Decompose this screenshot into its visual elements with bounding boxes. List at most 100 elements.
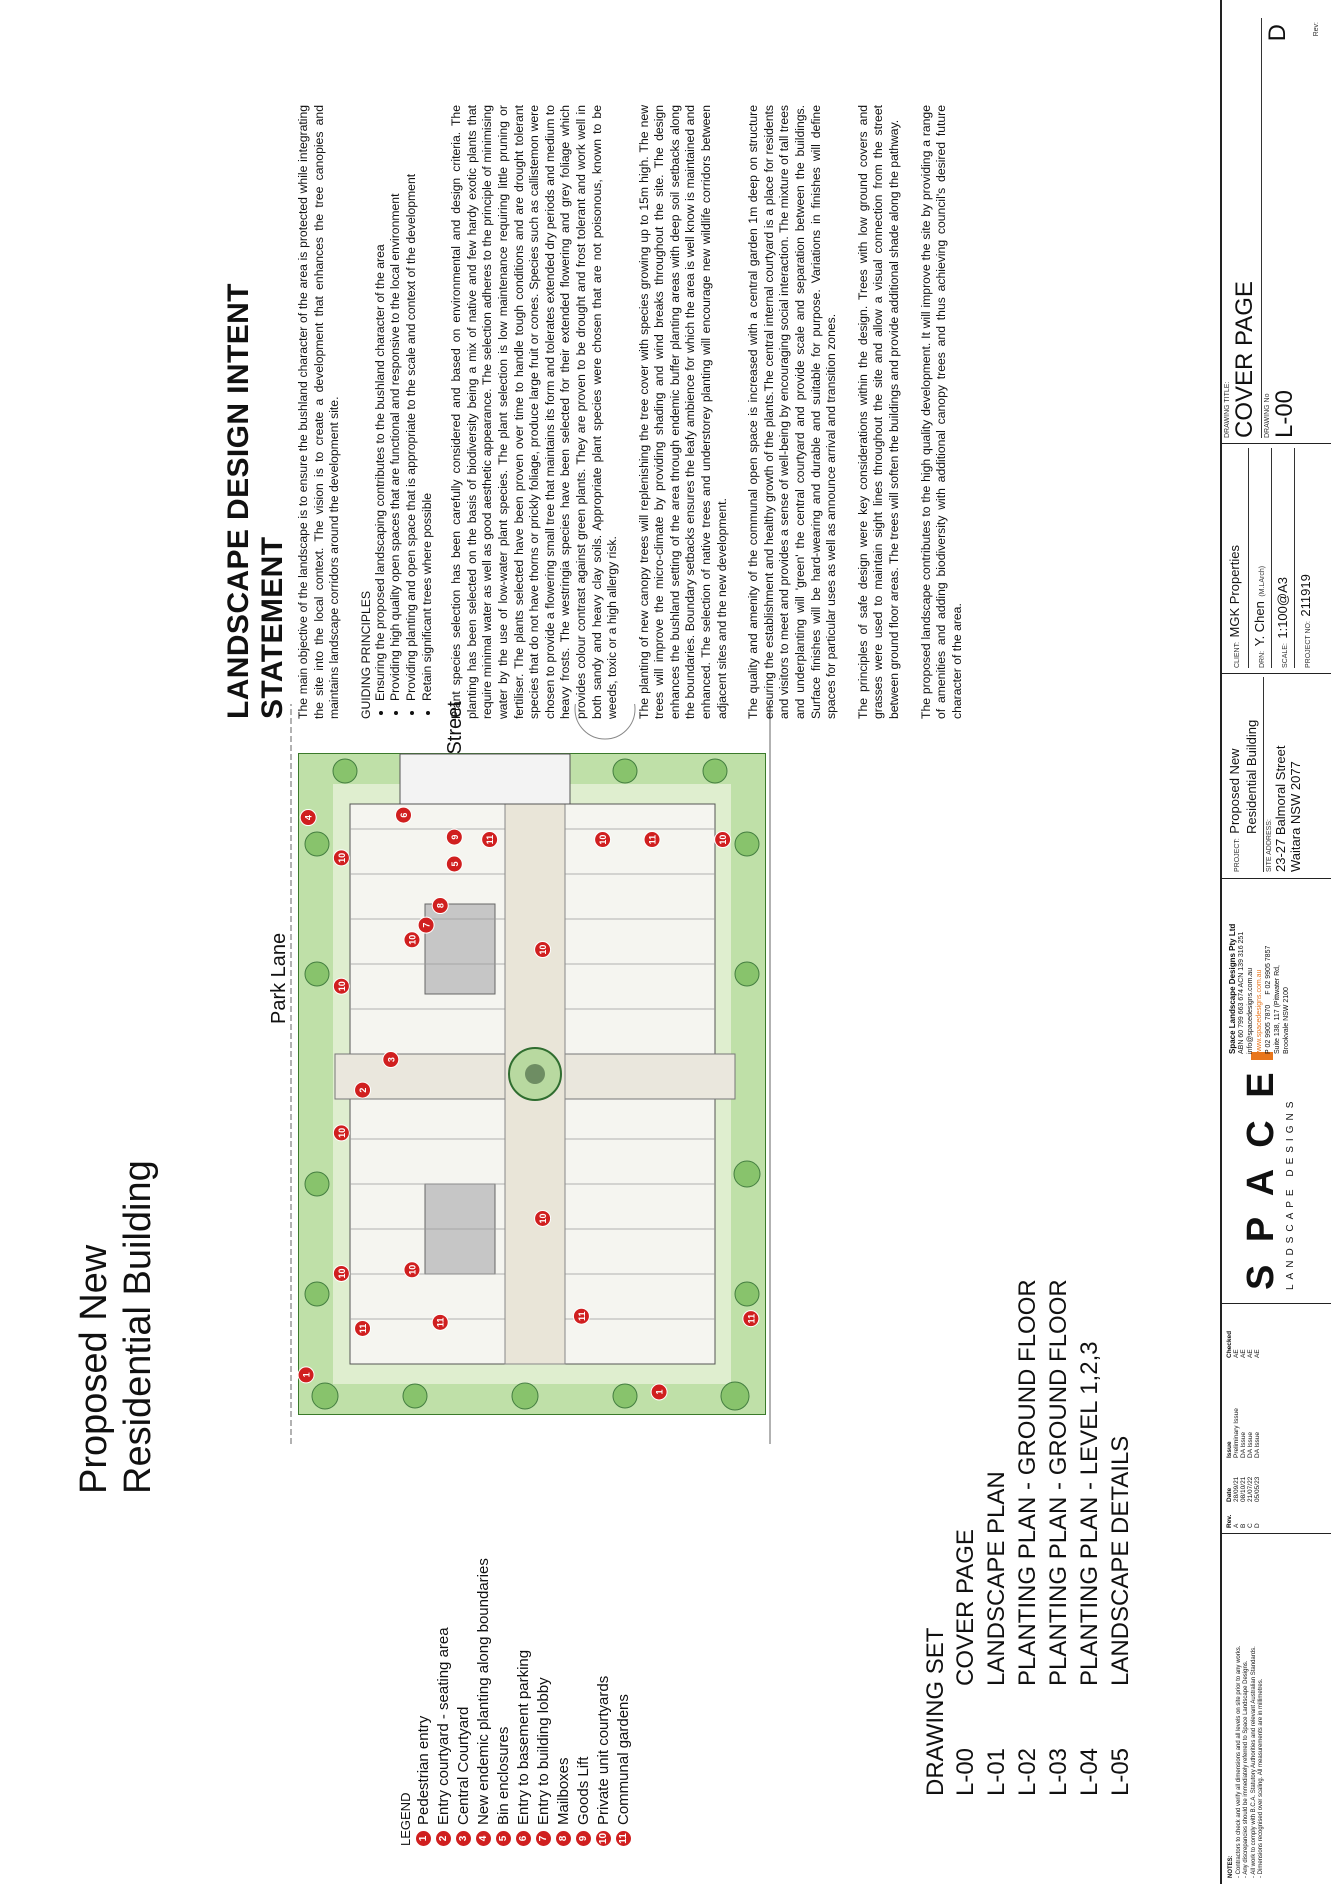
legend-item-label: Private unit courtyards [594, 1675, 612, 1825]
plan-callout-badge: 10 [332, 849, 350, 867]
guiding-principle: Ensuring the proposed landscaping contri… [373, 105, 389, 701]
plan-callout-badge: 11 [431, 1313, 449, 1331]
divider [1220, 1533, 1331, 1534]
plan-callout-badge: 11 [742, 1310, 760, 1328]
plan-callout-number: 11 [436, 1318, 446, 1328]
plan-callout-badge: 1 [297, 1366, 315, 1384]
plan-callout-badge: 10 [332, 1124, 350, 1142]
title-line-1: Proposed New [73, 1244, 115, 1494]
plan-callout-number: 2 [358, 1088, 368, 1093]
plan-callout-number: 10 [538, 1213, 548, 1223]
plan-callout-number: 10 [598, 835, 608, 845]
client-label: CLIENT: [1234, 641, 1241, 668]
intent-paragraph-4: The quality and amenity of the communal … [746, 105, 839, 719]
divider [1220, 878, 1331, 879]
revision-header-cell: Date [1226, 1487, 1233, 1502]
company-website[interactable]: www.spacedesigns.com.au [1256, 969, 1263, 1054]
legend-item-label: New endemic planting along boundaries [474, 1558, 492, 1825]
plan-callout-badge: 5 [445, 855, 463, 873]
legend-title: LEGEND [398, 1792, 413, 1846]
legend-item-label: Goods Lift [574, 1756, 592, 1825]
note-line: - Any discrepancies should be immediatel… [1243, 1660, 1249, 1878]
legend-number-badge: 5 [495, 1831, 511, 1846]
revision-header-cell: Checked [1226, 1330, 1233, 1358]
legend-item-label: Entry to basement parking [514, 1649, 532, 1825]
note-line: - Dimensions recognised over scaling. Al… [1258, 1678, 1264, 1878]
revision-cell: D [1254, 1523, 1261, 1528]
plan-callout-number: 10 [718, 835, 728, 845]
guiding-principle: Retain significant trees where possible [420, 105, 436, 701]
company-address-1: Suite 138, 117 (Pittwater Rd, [1274, 965, 1281, 1054]
drawing-name: PLANTING PLAN - GROUND FLOOR [1045, 1279, 1072, 1686]
guiding-principles-list: Ensuring the proposed landscaping contri… [373, 105, 435, 719]
drawing-code: L-02 [1014, 1747, 1041, 1796]
plan-callout-badge: 11 [481, 831, 499, 849]
plan-callout-badge: 11 [354, 1319, 372, 1337]
drawing-set-title: DRAWING SET [922, 1627, 949, 1796]
legend-item-label: Bin enclosures [494, 1726, 512, 1825]
plan-callout-badge: 8 [431, 897, 449, 915]
drawing-code: L-05 [1107, 1747, 1134, 1796]
drawing-name: LANDSCAPE DETAILS [1107, 1435, 1134, 1686]
plan-callout-badge: 10 [534, 1209, 552, 1227]
revision-label: Rev: [1313, 22, 1320, 37]
project-number-label: PROJECT NO: [1305, 621, 1312, 668]
revision-cell: AE [1247, 1349, 1254, 1358]
plan-callout-number: 11 [577, 1311, 587, 1321]
legend-item-label: Pedestrian entry [414, 1715, 432, 1825]
plan-callout-badge: 10 [332, 977, 350, 995]
revision-letter: D [1264, 24, 1291, 42]
project-line-2: Residential Building [1244, 719, 1259, 834]
drawn-by: Y. Chen [1252, 601, 1267, 647]
plan-callout-number: 4 [304, 815, 314, 820]
scale-value: 1:100@A3 [1275, 577, 1290, 639]
intent-paragraph-5: The principles of safe design were key c… [855, 105, 901, 719]
plan-callout-badge: 10 [332, 1264, 350, 1282]
plan-callout-number: 8 [436, 903, 446, 908]
legend-item: 5 Bin enclosures [493, 1558, 513, 1846]
drawn-qualification: (M.LArch) [1259, 565, 1266, 597]
project-block: PROJECT: Proposed New Residential Buildi… [1226, 677, 1303, 872]
drawing-name: PLANTING PLAN - LEVEL 1,2,3 [1076, 1341, 1103, 1686]
drawing-number: L-00 [1271, 389, 1298, 438]
guiding-principle: Providing planting and open space that i… [404, 105, 420, 701]
plan-callout-badge: 11 [643, 831, 661, 849]
drawing-code: L-03 [1045, 1747, 1072, 1796]
note-line: - All work to comply with B.C.A. Statuto… [1250, 1646, 1257, 1878]
company-details: Space Landscape Designs Pty Ltd ABN 60 7… [1228, 884, 1291, 1054]
plan-callout-number: 7 [422, 923, 432, 928]
drawing-name: LANDSCAPE PLAN [983, 1471, 1010, 1686]
guiding-principle: Providing high quality open spaces that … [388, 105, 404, 701]
page-title: Proposed New Residential Building [72, 1160, 160, 1494]
legend-item-label: Mailboxes [554, 1757, 572, 1825]
drawing-set-item: L-03 PLANTING PLAN - GROUND FLOOR [1043, 1279, 1074, 1796]
company-email[interactable]: info@spacedesigns.com.au [1247, 967, 1254, 1054]
notes-title: NOTES: [1228, 1855, 1234, 1878]
legend-number-badge: 11 [615, 1831, 631, 1846]
plan-callout-badge: 10 [714, 831, 732, 849]
revision-cell: DA Issue [1240, 1431, 1247, 1458]
revision-cell: A [1233, 1523, 1240, 1528]
company-fax: F 02 9905 7857 [1265, 945, 1272, 995]
project-label: PROJECT: [1234, 838, 1241, 872]
legend-number-badge: 2 [435, 1831, 451, 1846]
legend-number-badge: 1 [415, 1831, 431, 1846]
revision-cell: 05/05/23 [1254, 1476, 1261, 1502]
revision-header-cell: Rev. [1226, 1514, 1233, 1528]
plan-callout-badge: 3 [382, 1051, 400, 1069]
client-block: CLIENT: MGK Properties DRN: Y. Chen (M.L… [1226, 448, 1315, 668]
intent-statement: LANDSCAPE DESIGN INTENT STATEMENT The ma… [222, 105, 981, 719]
revision-cell: 21/07/22 [1247, 1476, 1254, 1502]
legend-number-badge: 7 [535, 1831, 551, 1846]
brand-name: S P A C E [1240, 1066, 1282, 1290]
